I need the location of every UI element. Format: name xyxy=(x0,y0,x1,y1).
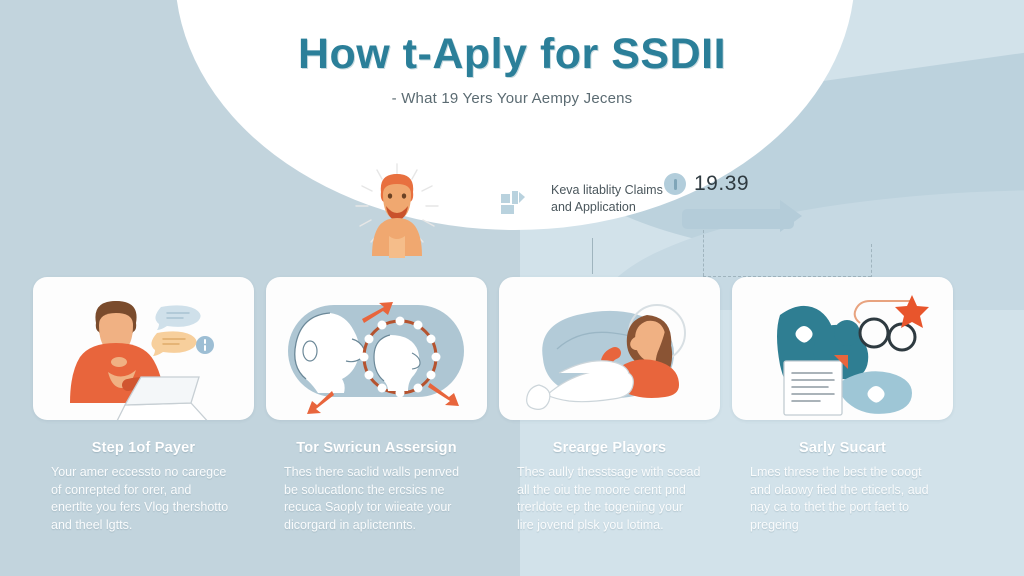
caption-title: Step 1of Payer xyxy=(91,440,196,456)
card-step-1[interactable] xyxy=(33,277,254,420)
connector-dashed-horizontal xyxy=(703,276,871,277)
caption-step-4: Sarly Sucart Lmes threse the best the co… xyxy=(732,440,953,534)
caption-body: Thes there saclid walls penrved be soluc… xyxy=(284,465,460,532)
caption-title: Sarly Sucart xyxy=(798,440,887,456)
caption-row: Step 1of Payer Your amer eccessto no car… xyxy=(33,440,991,534)
caption-step-1: Step 1of Payer Your amer eccessto no car… xyxy=(33,440,254,534)
connector-line-1 xyxy=(592,238,593,274)
page-title: How t-Aply for SSDII xyxy=(297,30,727,78)
hero-bearded-person-illustration xyxy=(345,158,450,258)
connector-dashed-1 xyxy=(703,230,704,276)
mid-band-label: Keva litablity Claims and Application xyxy=(551,183,663,214)
connector-dashed-2 xyxy=(871,244,872,278)
caption-step-3: Srearge Playors Thes aully thesstsage wi… xyxy=(499,440,720,534)
card-step-2[interactable] xyxy=(266,277,487,420)
stat-bar-shape xyxy=(682,209,794,229)
info-dot-icon xyxy=(664,173,686,195)
caption-step-2: Tor Swricun Assersign Thes there saclid … xyxy=(266,440,487,534)
card-step-3[interactable] xyxy=(499,277,720,420)
caption-body: Thes aully thesstsage with scead all the… xyxy=(517,465,701,532)
card-row xyxy=(33,277,991,420)
page-subtitle: - What 19 Yers Your Aempy Jecens xyxy=(391,90,633,107)
card-step-4[interactable] xyxy=(732,277,953,420)
caption-body: Your amer eccessto no caregce of conrept… xyxy=(51,465,229,532)
abstract-logo-mark-icon xyxy=(497,186,531,220)
caption-title: Tor Swricun Assersign xyxy=(296,440,457,456)
caption-body: Lmes threse the best the coogt and olaow… xyxy=(750,465,929,532)
stat-value: 19.39 xyxy=(694,172,750,195)
stat-arrow-shape xyxy=(780,200,802,232)
caption-title: Srearge Playors xyxy=(552,440,667,456)
stat-badge: 19.39 xyxy=(664,172,749,196)
